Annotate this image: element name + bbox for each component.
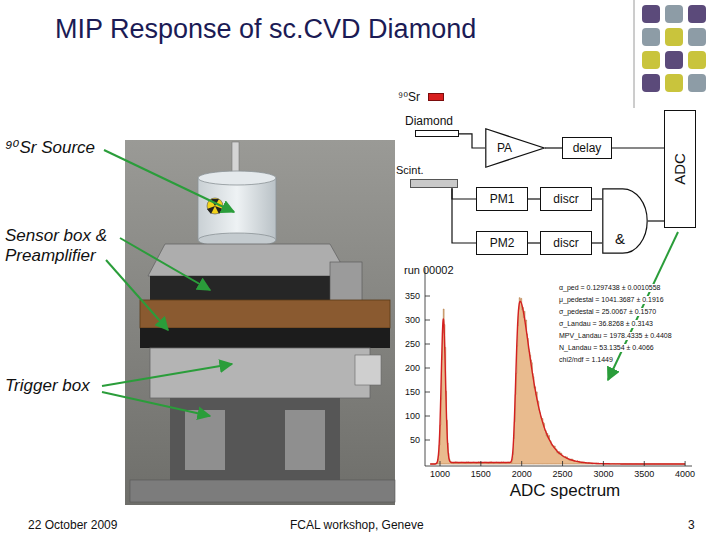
y-tick [425, 296, 430, 297]
source-marker: ⁹⁰Sr [398, 90, 444, 104]
signal-wire [452, 188, 476, 199]
discriminator-box: discr [540, 231, 592, 255]
node-text: discr [553, 192, 578, 206]
x-tick-label: 1000 [430, 469, 450, 479]
run-label: run 00002 [404, 264, 454, 277]
detector-plate [415, 130, 459, 137]
signal-wire [528, 198, 540, 199]
x-tick [480, 461, 481, 466]
callout-label: ⁹⁰Sr Source [5, 138, 95, 158]
node-text: ⁹⁰Sr [398, 90, 420, 104]
callout-label: Sensor box & Preamplifier [5, 226, 137, 265]
footer-date: 22 October 2009 [28, 519, 117, 533]
fit-parameter: α_ped = 0.1297438 ± 0.0010558 [558, 284, 662, 292]
y-tick-label: 100 [405, 411, 420, 421]
fit-parameter: chi2/ndf = 1.1449 [558, 356, 614, 364]
diamond-sensor: Diamond [405, 114, 459, 137]
slide-title: MIP Response of sc.CVD Diamond [55, 14, 476, 45]
signal-wire [612, 147, 664, 148]
x-tick-label: 2000 [512, 469, 532, 479]
decor-squares [634, 0, 706, 108]
and-gate: & [602, 188, 648, 254]
x-tick [644, 461, 645, 466]
pmt-box: PM2 [476, 231, 528, 255]
y-tick-label: 350 [405, 291, 420, 301]
y-tick-label: 250 [405, 339, 420, 349]
adc-histogram [425, 268, 692, 466]
x-tick [685, 461, 686, 466]
x-tick [562, 461, 563, 466]
fit-parameter: σ_pedestal = 25.0067 ± 0.1570 [558, 308, 657, 316]
footer-event: FCAL workshop, Geneve [290, 519, 424, 533]
fit-parameter: MPV_Landau = 1978.4335 ± 0.4408 [558, 332, 673, 340]
pmt-box: PM1 [476, 187, 528, 211]
signal-wire [648, 220, 664, 221]
y-axis [425, 268, 426, 466]
adc-box: ADC [664, 110, 696, 228]
fit-parameter: μ_pedestal = 1041.3687 ± 0.1916 [558, 296, 665, 304]
x-tick-label: 3500 [634, 469, 654, 479]
y-tick [425, 392, 430, 393]
setup-photo [125, 140, 395, 505]
source-swatch [428, 93, 444, 101]
x-tick-label: 4000 [675, 469, 695, 479]
y-tick-label: 200 [405, 363, 420, 373]
fit-parameter: σ_Landau = 36.8268 ± 0.3143 [558, 320, 654, 328]
y-tick [425, 368, 430, 369]
y-tick-label: 150 [405, 387, 420, 397]
y-tick-label: 50 [410, 435, 420, 445]
y-tick [425, 440, 430, 441]
x-tick-label: 1500 [471, 469, 491, 479]
signal-wire [592, 242, 602, 243]
y-tick [425, 320, 430, 321]
y-tick [425, 416, 430, 417]
signal-wire [459, 134, 485, 148]
y-tick [425, 344, 430, 345]
x-tick [440, 461, 441, 466]
node-text: ADC [671, 153, 689, 185]
node-text: discr [553, 236, 578, 250]
delay-box: delay [562, 137, 612, 159]
discriminator-box: discr [540, 187, 592, 211]
node-text: & [615, 230, 625, 248]
x-tick [603, 461, 604, 466]
triangle-outline [485, 128, 545, 168]
fit-parameter: N_Landau = 53.1354 ± 0.4066 [558, 344, 655, 352]
callout-label: Trigger box [5, 376, 90, 396]
signal-wire [545, 147, 562, 148]
x-tick-label: 3000 [593, 469, 613, 479]
signal-wire [452, 188, 476, 243]
node-text: PM1 [490, 192, 515, 206]
preamp-triangle: PA [485, 128, 545, 168]
axis-caption: ADC spectrum [510, 481, 621, 501]
node-text: PA [497, 141, 512, 155]
x-tick-label: 2500 [553, 469, 573, 479]
fit-curve [430, 301, 685, 464]
x-tick [521, 461, 522, 466]
histogram-bars [430, 298, 685, 464]
node-text: Diamond [405, 114, 453, 128]
y-tick-label: 300 [405, 315, 420, 325]
scintillator: Scint. [396, 164, 458, 188]
node-text: Scint. [396, 164, 424, 177]
node-text: delay [573, 141, 602, 155]
node-text: PM2 [490, 236, 515, 250]
signal-wire [592, 198, 602, 199]
page-number: 3 [688, 519, 695, 533]
pointer-arrows [102, 150, 678, 416]
signal-wire [528, 242, 540, 243]
x-axis [425, 466, 692, 467]
detector-plate [410, 179, 458, 188]
